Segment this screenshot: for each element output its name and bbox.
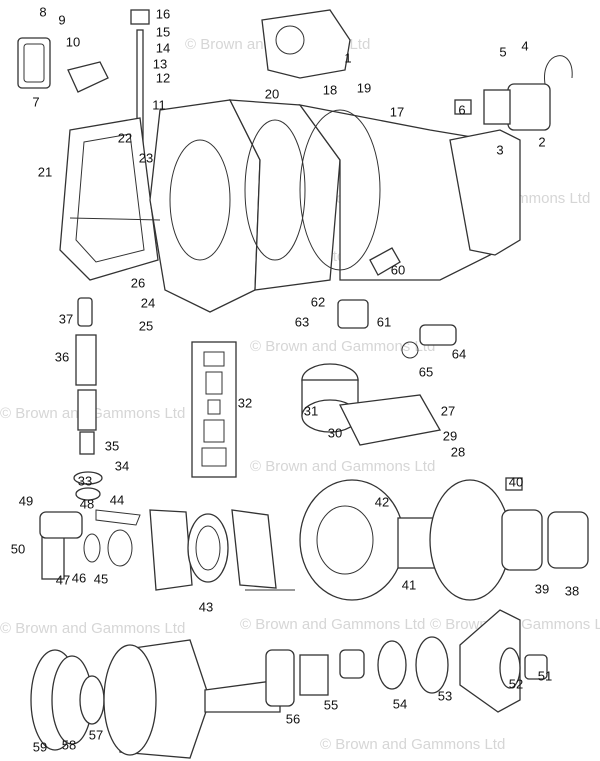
speedo-gear — [369, 247, 401, 276]
callout-9: 9 — [58, 12, 66, 28]
clutch-unit — [299, 477, 589, 601]
operating-lever — [67, 61, 109, 93]
callout-49: 49 — [18, 493, 34, 509]
callout-33: 33 — [77, 473, 93, 489]
callout-11: 11 — [152, 97, 166, 113]
callout-56: 56 — [285, 711, 301, 727]
callout-26: 26 — [130, 275, 146, 291]
callout-32: 32 — [237, 395, 253, 411]
callout-7: 7 — [32, 94, 40, 110]
callout-57: 57 — [88, 727, 104, 743]
callout-31: 31 — [303, 403, 319, 419]
callout-13: 13 — [152, 56, 168, 72]
brake-ring — [149, 509, 193, 591]
callout-36: 36 — [54, 349, 70, 365]
callout-34: 34 — [114, 458, 130, 474]
callout-37: 37 — [58, 311, 74, 327]
callout-63: 63 — [294, 314, 310, 330]
callout-17: 17 — [389, 104, 405, 120]
callout-8: 8 — [39, 4, 47, 20]
callout-53: 53 — [437, 688, 453, 704]
relief-valve-assembly — [73, 297, 103, 501]
callout-39: 39 — [534, 581, 550, 597]
callout-27: 27 — [440, 403, 456, 419]
callout-22: 22 — [117, 130, 133, 146]
callout-38: 38 — [564, 583, 580, 599]
callout-48: 48 — [79, 496, 95, 512]
callout-64: 64 — [451, 346, 467, 362]
callout-62: 62 — [310, 294, 326, 310]
callout-25: 25 — [138, 318, 154, 334]
callout-19: 19 — [356, 80, 372, 96]
callout-20: 20 — [264, 86, 280, 102]
valve-kit-box — [191, 341, 237, 478]
callout-35: 35 — [104, 438, 120, 454]
callout-45: 45 — [93, 571, 109, 587]
output-flange — [459, 609, 521, 713]
callout-18: 18 — [322, 82, 338, 98]
callout-1: 1 — [344, 50, 352, 66]
callout-44: 44 — [109, 492, 125, 508]
main-housing — [69, 99, 521, 313]
cover-gasket — [17, 37, 51, 89]
callout-15: 15 — [155, 24, 171, 40]
callout-47: 47 — [55, 572, 71, 588]
callout-51: 51 — [537, 668, 553, 684]
callout-50: 50 — [10, 541, 26, 557]
speedo-drive — [419, 324, 457, 346]
annulus-output-shaft — [103, 639, 281, 759]
speedo-pinion — [337, 299, 369, 329]
callout-40: 40 — [508, 474, 524, 490]
callout-30: 30 — [327, 425, 343, 441]
callout-54: 54 — [392, 696, 408, 712]
front-gasket — [59, 117, 159, 281]
solenoid — [454, 55, 573, 131]
callout-12: 12 — [155, 70, 171, 86]
callout-55: 55 — [323, 697, 339, 713]
callout-16: 16 — [155, 6, 171, 22]
callout-5: 5 — [499, 44, 507, 60]
callout-60: 60 — [390, 262, 406, 278]
callout-41: 41 — [401, 577, 417, 593]
callout-42: 42 — [374, 494, 390, 510]
callout-2: 2 — [538, 134, 546, 150]
callout-24: 24 — [140, 295, 156, 311]
callout-52: 52 — [508, 676, 524, 692]
callout-65: 65 — [418, 364, 434, 380]
filter — [301, 363, 442, 446]
callout-3: 3 — [496, 142, 504, 158]
bridge-piece — [231, 509, 277, 589]
callout-46: 46 — [71, 570, 87, 586]
callout-29: 29 — [442, 428, 458, 444]
callout-21: 21 — [37, 164, 53, 180]
accumulator — [39, 509, 141, 580]
callout-59: 59 — [32, 739, 48, 755]
callout-10: 10 — [65, 34, 81, 50]
callout-6: 6 — [458, 102, 466, 118]
callout-43: 43 — [198, 599, 214, 615]
callout-61: 61 — [376, 314, 392, 330]
overdrive-unit — [261, 9, 351, 79]
callout-14: 14 — [155, 40, 171, 56]
callout-23: 23 — [138, 150, 154, 166]
callout-28: 28 — [450, 444, 466, 460]
bearing — [265, 649, 295, 707]
callout-58: 58 — [61, 737, 77, 753]
callout-4: 4 — [521, 38, 529, 54]
